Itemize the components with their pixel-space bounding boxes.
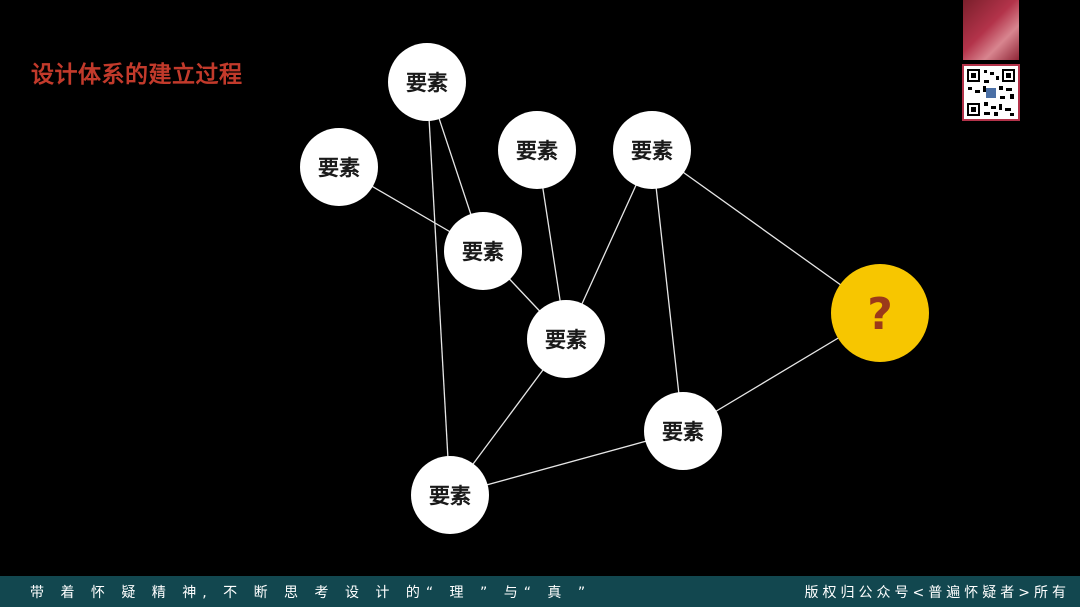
question-mark-label: ? <box>867 289 893 340</box>
slide-title: 设计体系的建立过程 <box>31 61 243 88</box>
element-node-label: 要素 <box>406 71 448 95</box>
element-node-circle <box>527 300 605 378</box>
element-node-circle <box>411 456 489 534</box>
element-node-label: 要素 <box>631 139 673 163</box>
diagram-nodes: 要素要素要素要素要素要素要素要素? <box>300 43 929 534</box>
element-network-diagram: 要素要素要素要素要素要素要素要素? <box>300 43 929 534</box>
question-node-circle <box>831 264 929 362</box>
element-node: 要素 <box>613 111 691 189</box>
portrait-thumbnail <box>963 0 1019 60</box>
element-node-circle <box>388 43 466 121</box>
element-node-label: 要素 <box>516 139 558 163</box>
element-node: 要素 <box>498 111 576 189</box>
footer-copyright: 版权归公众号<普遍怀疑者>所有 <box>804 585 1070 601</box>
element-node-circle <box>444 212 522 290</box>
element-node: 要素 <box>527 300 605 378</box>
element-node-label: 要素 <box>462 240 504 264</box>
footer-slogan: 带 着 怀 疑 精 神, 不 断 思 考 设 计 的“ 理 ” 与“ 真 ” <box>30 585 592 601</box>
element-node: 要素 <box>300 128 378 206</box>
diagram-edges <box>338 81 881 496</box>
element-node-label: 要素 <box>662 420 704 444</box>
element-node-circle <box>644 392 722 470</box>
qr-code-icon <box>962 64 1020 121</box>
element-node-circle <box>613 111 691 189</box>
element-node: 要素 <box>644 392 722 470</box>
footer-bar: 带 着 怀 疑 精 神, 不 断 思 考 设 计 的“ 理 ” 与“ 真 ” 版… <box>0 576 1080 607</box>
edge-n4-n7 <box>651 149 684 432</box>
question-node: ? <box>831 264 929 362</box>
element-node-label: 要素 <box>318 156 360 180</box>
edge-n8-n7 <box>449 430 684 496</box>
edge-n2-n8 <box>426 81 451 496</box>
element-node-label: 要素 <box>429 484 471 508</box>
element-node-label: 要素 <box>545 328 587 352</box>
element-node: 要素 <box>411 456 489 534</box>
element-node: 要素 <box>388 43 466 121</box>
element-node-circle <box>300 128 378 206</box>
element-node: 要素 <box>444 212 522 290</box>
element-node-circle <box>498 111 576 189</box>
